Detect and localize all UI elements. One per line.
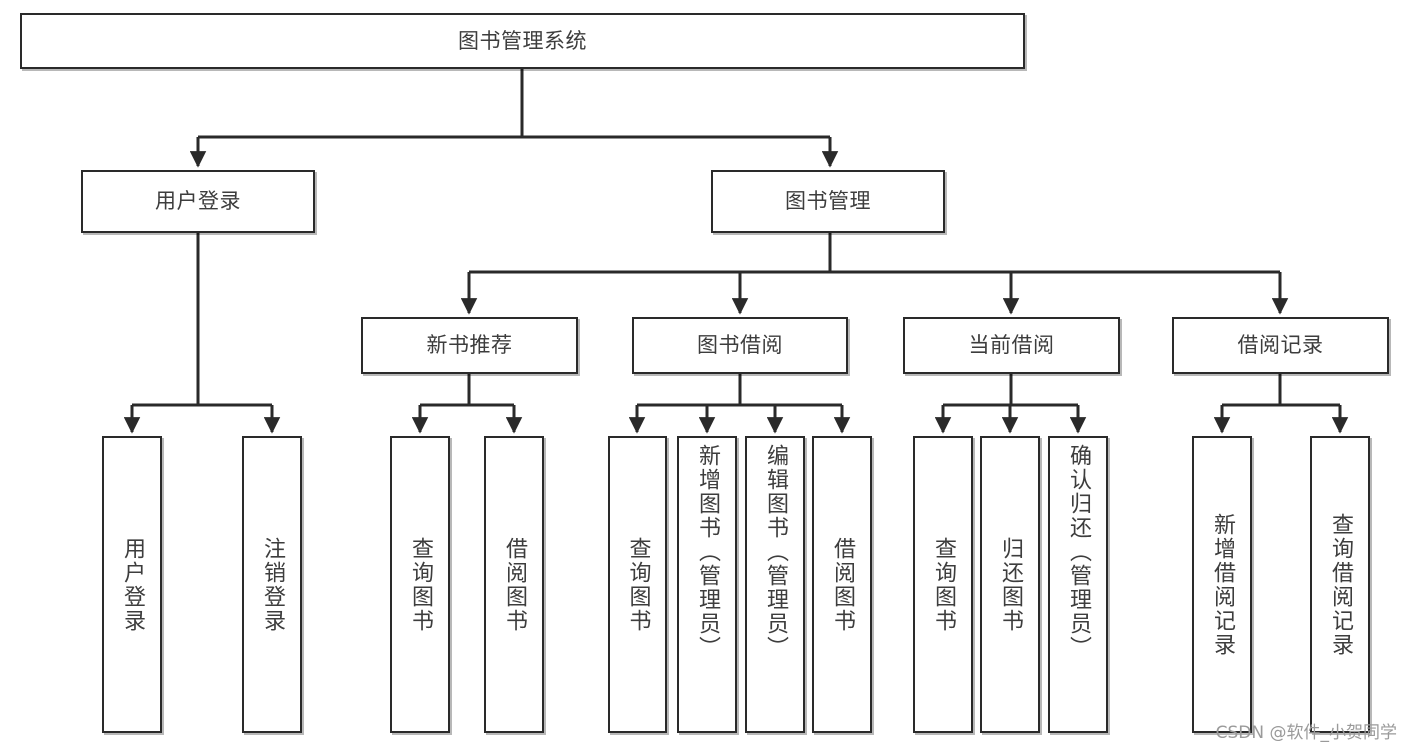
node-leaf-query-book-2-label: 查询图书 — [625, 536, 651, 633]
node-user-login[interactable]: 用户登录 — [81, 170, 315, 233]
node-leaf-edit-book-admin-label: 编辑图书（管理员） — [762, 444, 788, 660]
node-leaf-borrow-book-2[interactable]: 借阅图书 — [812, 436, 872, 733]
node-current-borrow[interactable]: 当前借阅 — [903, 317, 1120, 374]
node-book-management[interactable]: 图书管理 — [711, 170, 945, 233]
node-leaf-query-borrow-record[interactable]: 查询借阅记录 — [1310, 436, 1370, 733]
node-leaf-query-book-1-label: 查询图书 — [407, 536, 433, 633]
node-leaf-user-login[interactable]: 用户登录 — [102, 436, 162, 733]
node-leaf-add-book-admin-label: 新增图书（管理员） — [694, 444, 720, 660]
node-borrow-record[interactable]: 借阅记录 — [1172, 317, 1389, 374]
node-leaf-query-book-3[interactable]: 查询图书 — [913, 436, 973, 733]
csdn-watermark: CSDN @软件_小贺同学 — [1215, 723, 1397, 743]
node-book-management-label: 图书管理 — [785, 189, 871, 213]
node-current-borrow-label: 当前借阅 — [968, 333, 1055, 357]
node-leaf-query-book-1[interactable]: 查询图书 — [390, 436, 450, 733]
node-leaf-confirm-return-admin-label: 确认归还（管理员） — [1065, 444, 1091, 660]
node-leaf-borrow-book-1-label: 借阅图书 — [501, 536, 527, 633]
node-leaf-user-logout-label: 注销登录 — [259, 536, 285, 633]
node-book-borrow-label: 图书借阅 — [697, 333, 783, 357]
node-leaf-query-book-2[interactable]: 查询图书 — [608, 436, 667, 733]
node-leaf-add-borrow-record-label: 新增借阅记录 — [1209, 512, 1235, 657]
node-leaf-return-book[interactable]: 归还图书 — [980, 436, 1040, 733]
node-leaf-add-book-admin[interactable]: 新增图书（管理员） — [677, 436, 737, 733]
node-leaf-borrow-book-1[interactable]: 借阅图书 — [484, 436, 544, 733]
node-leaf-borrow-book-2-label: 借阅图书 — [829, 536, 855, 633]
node-leaf-user-logout[interactable]: 注销登录 — [242, 436, 302, 733]
node-root-label: 图书管理系统 — [458, 28, 587, 53]
node-leaf-user-login-label: 用户登录 — [119, 536, 145, 633]
node-leaf-return-book-label: 归还图书 — [997, 536, 1023, 633]
node-leaf-add-borrow-record[interactable]: 新增借阅记录 — [1192, 436, 1252, 733]
node-leaf-query-book-3-label: 查询图书 — [930, 536, 956, 633]
node-leaf-query-borrow-record-label: 查询借阅记录 — [1327, 512, 1353, 657]
node-new-book-recommend-label: 新书推荐 — [426, 333, 513, 357]
node-leaf-edit-book-admin[interactable]: 编辑图书（管理员） — [745, 436, 805, 733]
node-new-book-recommend[interactable]: 新书推荐 — [361, 317, 578, 374]
node-borrow-record-label: 借阅记录 — [1237, 333, 1324, 357]
node-leaf-confirm-return-admin[interactable]: 确认归还（管理员） — [1048, 436, 1108, 733]
node-book-borrow[interactable]: 图书借阅 — [632, 317, 848, 374]
node-root[interactable]: 图书管理系统 — [20, 13, 1025, 69]
node-user-login-label: 用户登录 — [155, 189, 241, 213]
